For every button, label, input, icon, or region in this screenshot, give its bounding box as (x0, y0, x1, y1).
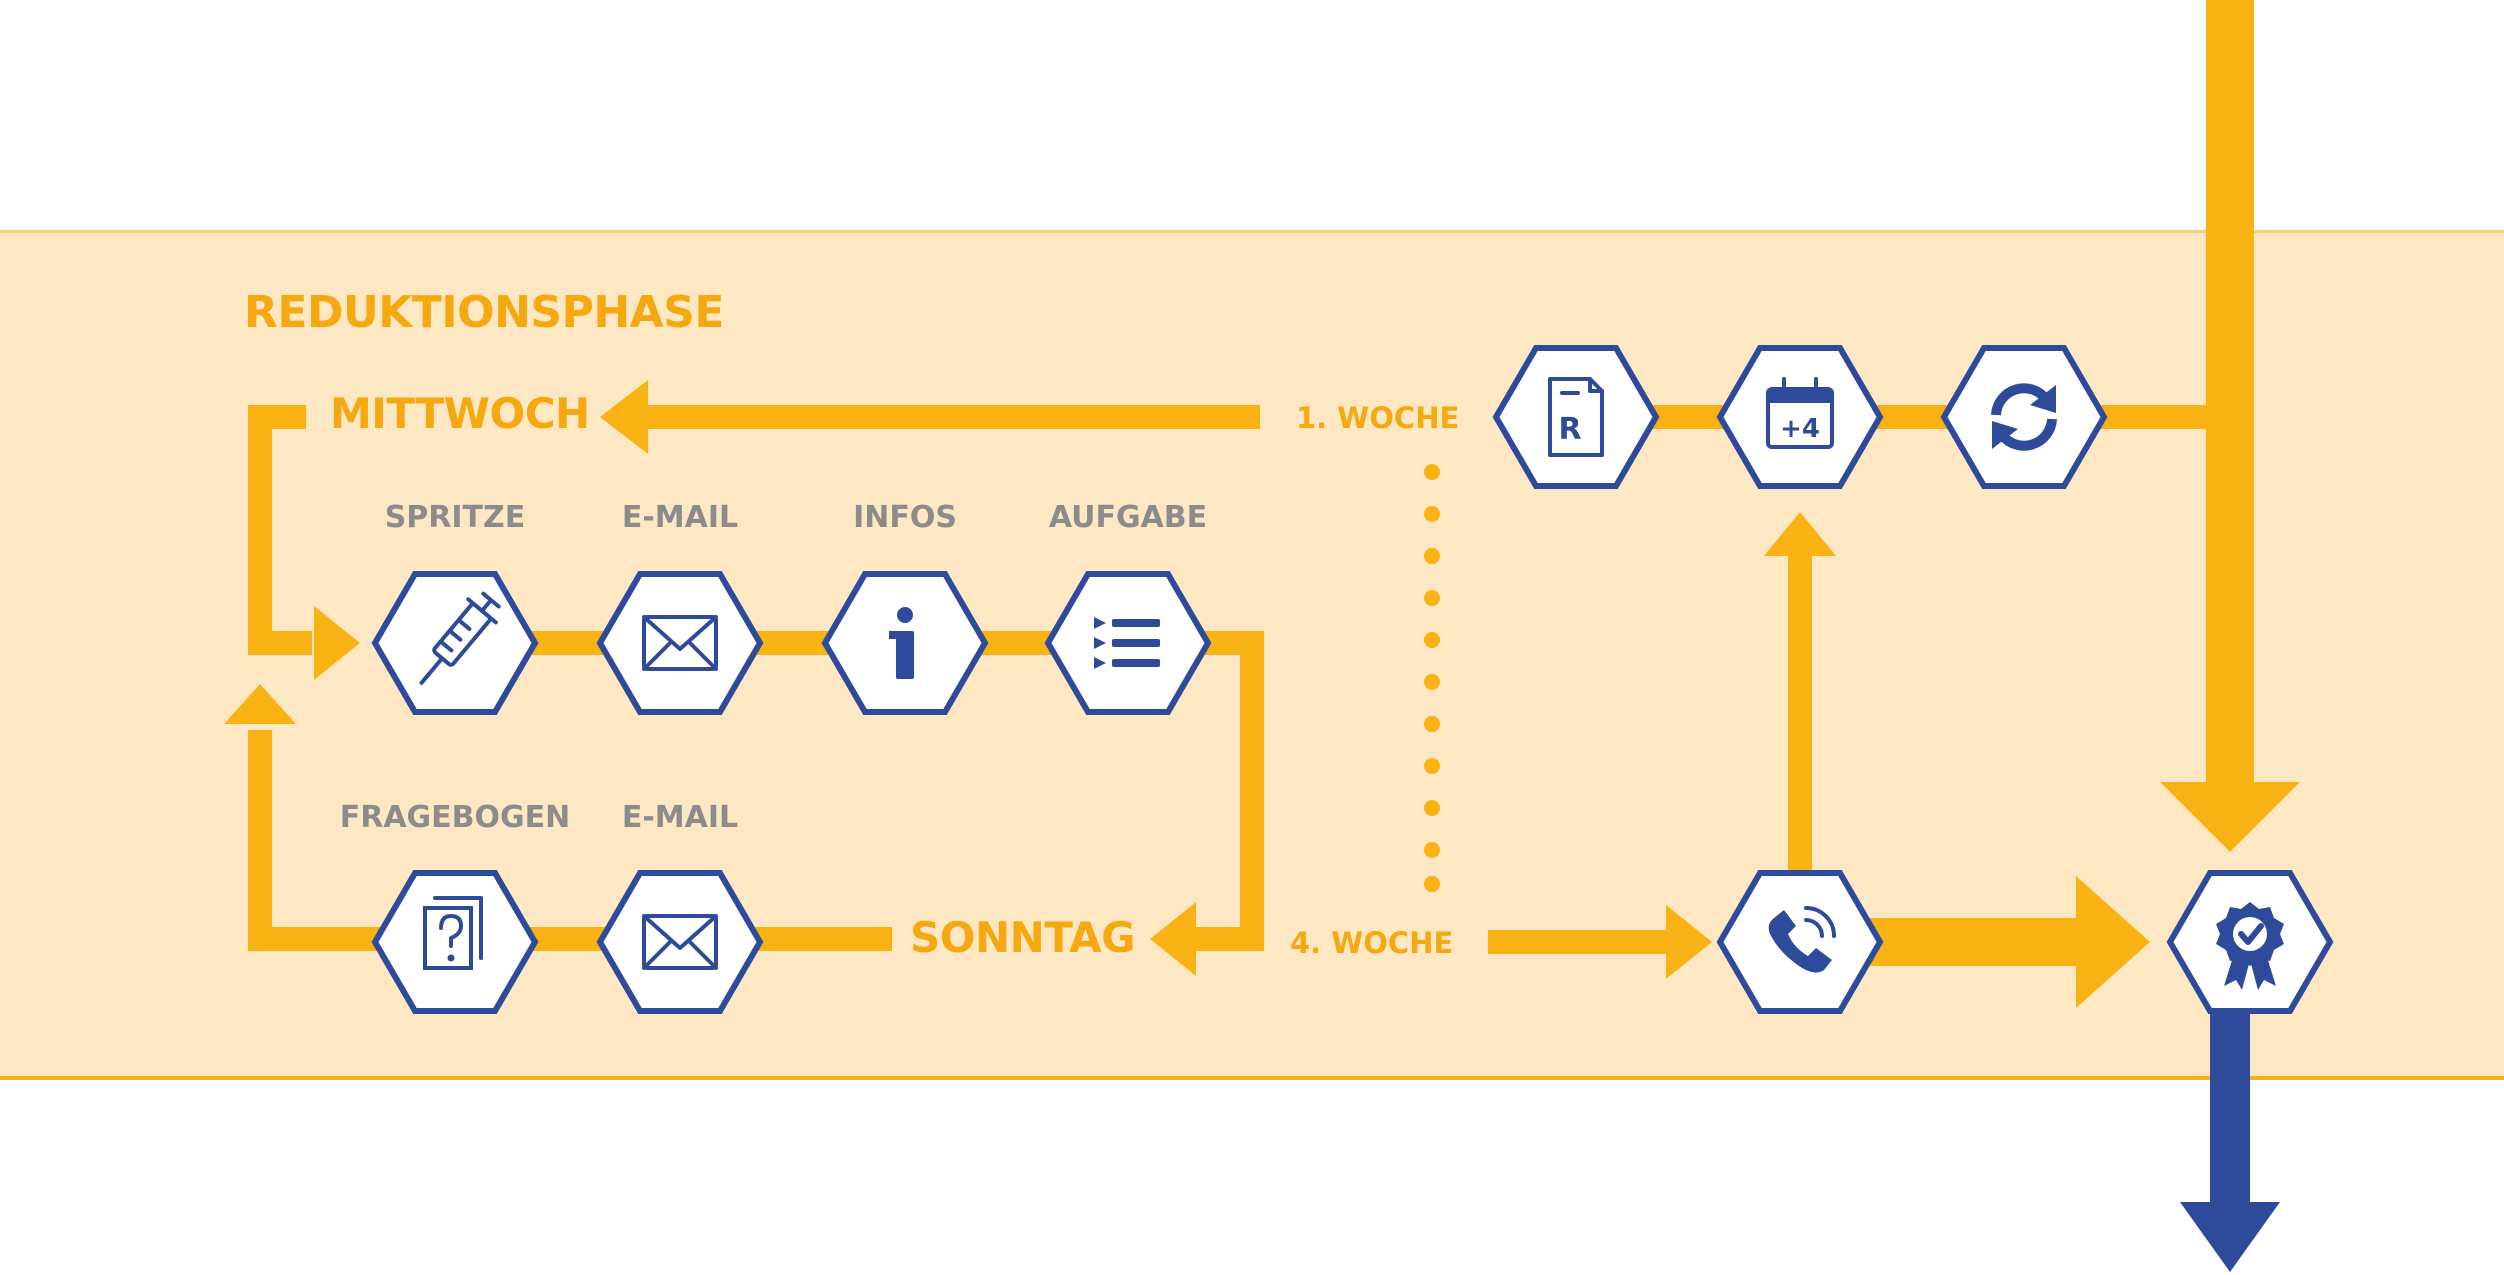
arrow-to-award (2076, 876, 2150, 1008)
task-list-icon (1094, 617, 1160, 669)
label-fragebogen: FRAGEBOGEN (340, 800, 571, 835)
band-top-border (0, 230, 2504, 233)
label-email-bottom: E-MAIL (622, 800, 738, 835)
arrow-to-mittwoch (600, 380, 648, 454)
exit-shaft (2210, 1010, 2250, 1210)
node-email-top (600, 574, 760, 712)
week-dots (1424, 464, 1440, 892)
envelope-icon (642, 914, 718, 970)
node-email-bottom (600, 873, 760, 1011)
label-infos: INFOS (853, 500, 957, 535)
band-bottom-border (0, 1076, 2504, 1080)
node-fragebogen (375, 873, 535, 1011)
envelope-icon (642, 615, 718, 671)
flow-lines (224, 0, 2300, 1272)
calendar-icon: +4 (1766, 377, 1834, 449)
award-icon (2216, 902, 2284, 990)
prescription-letter: R (1558, 412, 1581, 447)
phone-icon (1768, 906, 1836, 973)
refresh-icon (1991, 383, 2057, 451)
node-aufgabe (1048, 574, 1208, 712)
week-fourth: 4. WOCHE (1290, 926, 1453, 960)
label-spritze: SPRITZE (385, 500, 526, 535)
node-cycle (1944, 348, 2104, 486)
syringe-icon (419, 591, 501, 685)
week-first: 1. WOCHE (1296, 401, 1459, 435)
label-aufgabe: AUFGABE (1049, 500, 1207, 535)
info-icon (889, 607, 914, 679)
arrow-down-to-award (2160, 782, 2300, 852)
arrow-up-to-calendar (1764, 512, 1836, 556)
prescription-icon: R (1548, 377, 1604, 457)
questionnaire-icon (423, 896, 483, 970)
node-infos (825, 574, 985, 712)
arrow-up-left (224, 684, 296, 724)
node-phone (1720, 873, 1880, 1011)
exit-arrow (2180, 1202, 2280, 1272)
arrow-to-sonntag (1150, 902, 1196, 976)
node-award (2170, 873, 2330, 1011)
node-prescription: R (1496, 348, 1656, 486)
node-spritze (375, 574, 535, 712)
day-sonntag: SONNTAG (910, 913, 1135, 962)
label-email-top: E-MAIL (622, 500, 738, 535)
calendar-text: +4 (1780, 414, 1820, 444)
node-calendar: +4 (1720, 348, 1880, 486)
arrow-to-phone (1666, 905, 1712, 979)
day-mittwoch: MITTWOCH (330, 389, 590, 438)
arrow-to-spritze (314, 606, 360, 680)
phase-title: REDUKTIONSPHASE (244, 287, 724, 338)
